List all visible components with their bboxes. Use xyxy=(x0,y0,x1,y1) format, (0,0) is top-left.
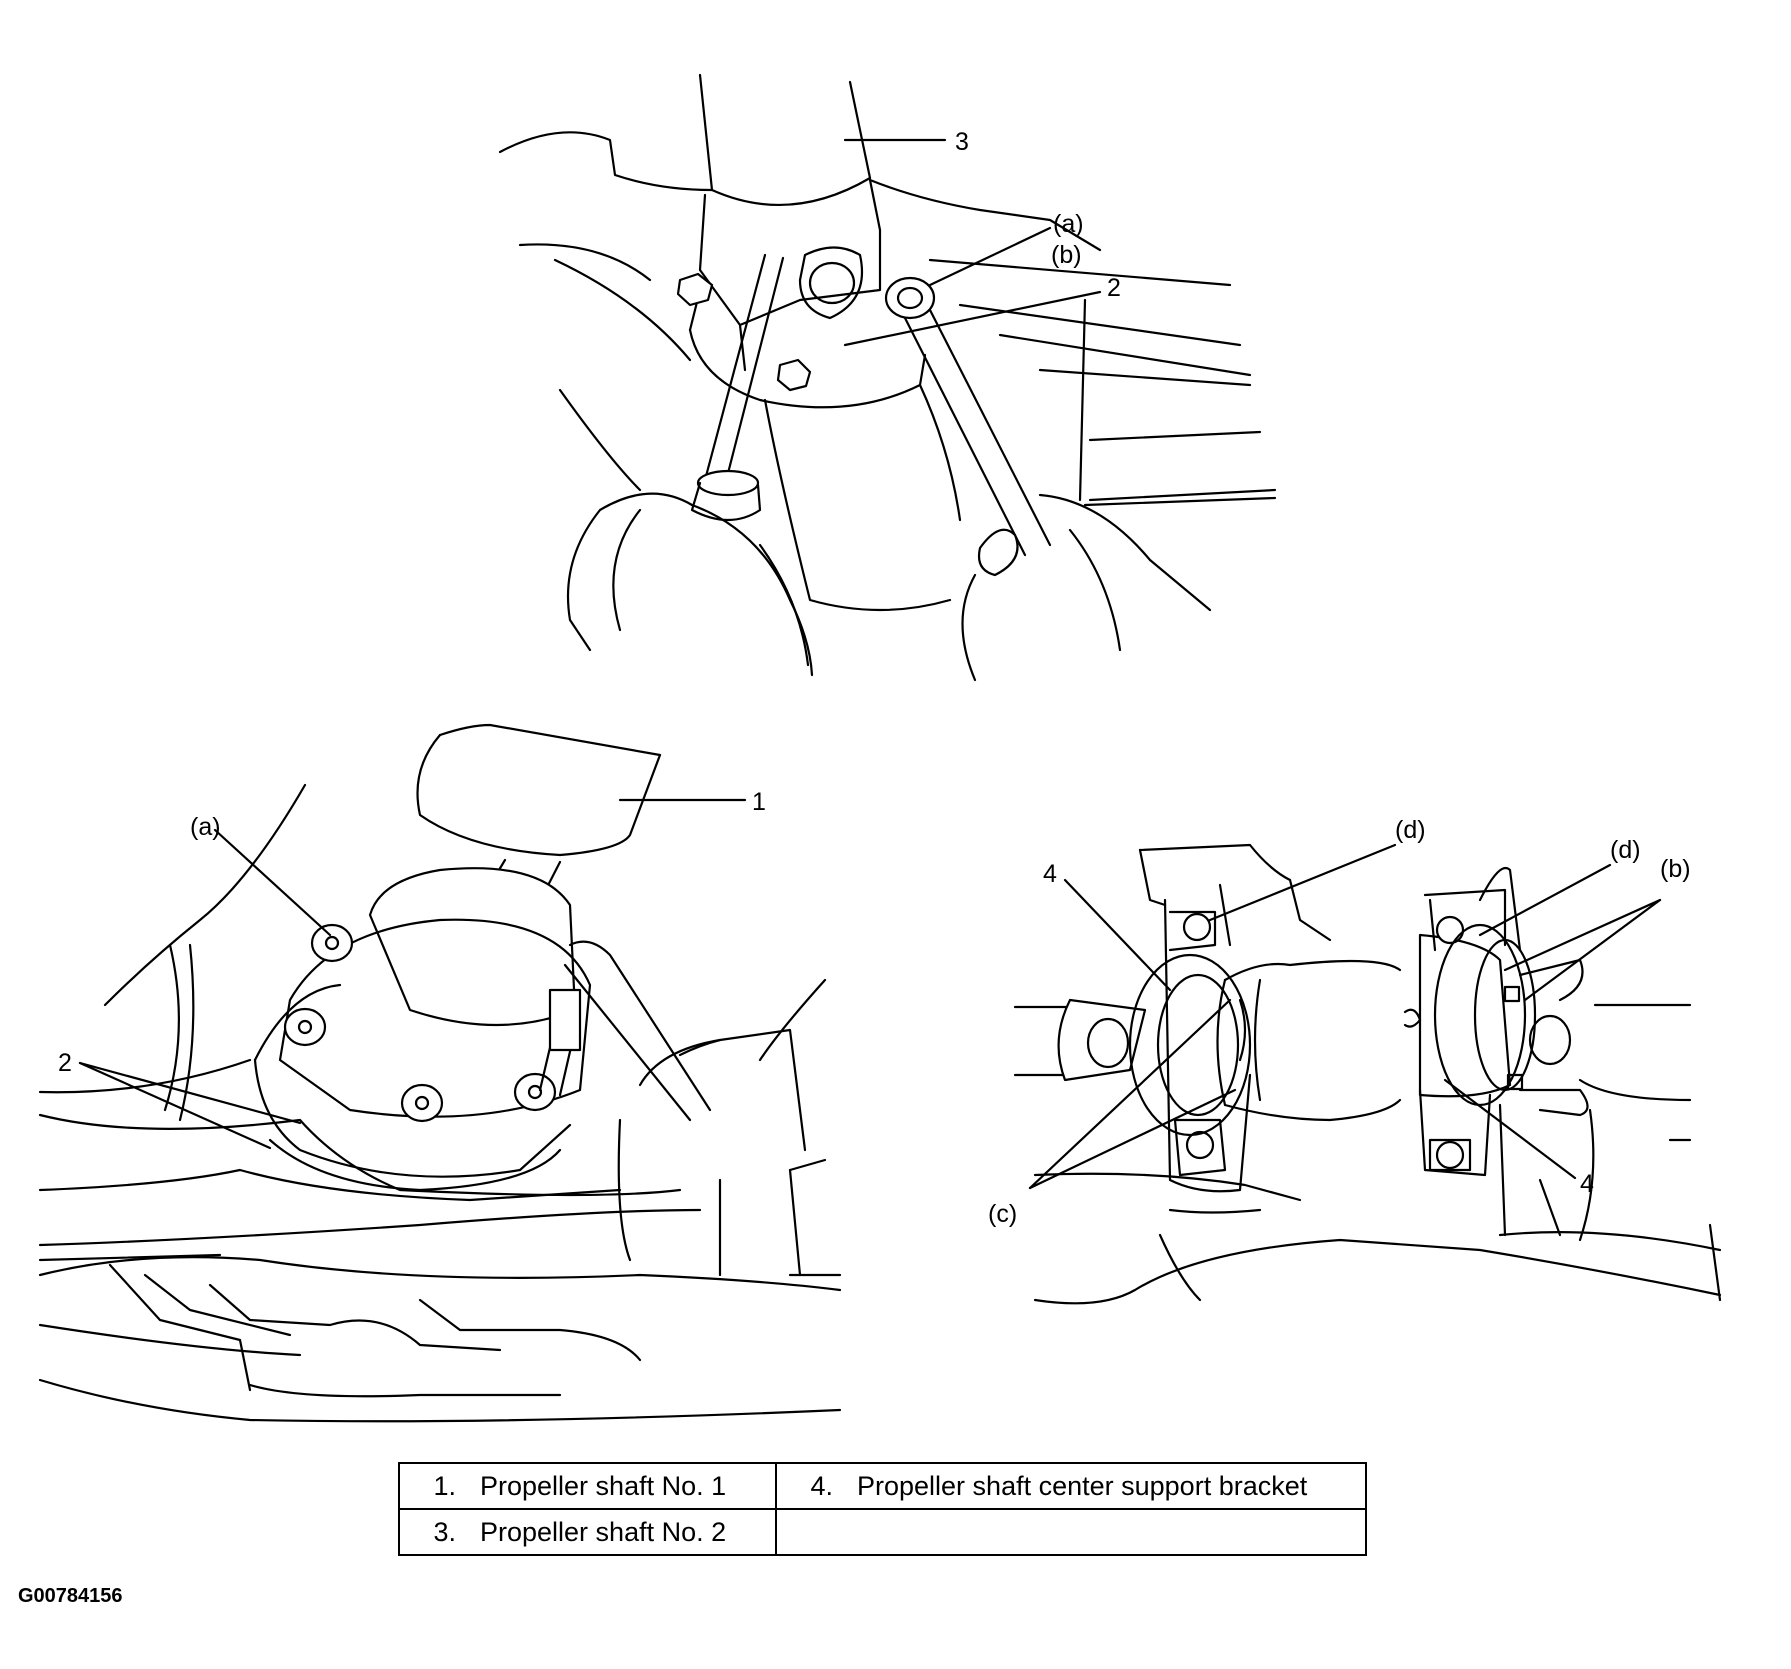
legend-cell: 4. Propeller shaft center support bracket xyxy=(775,1462,1367,1510)
legend-number: 4. xyxy=(810,1470,833,1501)
left-callout-1: 1 xyxy=(752,788,766,816)
right-callout-4-right: 4 xyxy=(1580,1170,1594,1198)
right-callout-c: (c) xyxy=(988,1200,1017,1228)
parts-legend-table: 1. Propeller shaft No. 1 4. Propeller shaf… xyxy=(398,1462,1367,1556)
legend-label: Propeller shaft No. 1 xyxy=(480,1470,727,1501)
legend-number: 1. xyxy=(433,1470,456,1501)
legend-cell xyxy=(775,1508,1367,1556)
legend-number: 3. xyxy=(433,1516,456,1547)
legend-label: Propeller shaft center support bracket xyxy=(857,1470,1308,1501)
top-view-drawing xyxy=(498,73,1277,682)
top-callout-3: 3 xyxy=(955,128,969,156)
top-callout-b: (b) xyxy=(1051,241,1082,269)
right-callout-4-left: 4 xyxy=(1043,860,1057,888)
legend-cell: 1. Propeller shaft No. 1 xyxy=(398,1462,777,1510)
right-callout-b: (b) xyxy=(1660,855,1691,883)
top-callout-a: (a) xyxy=(1053,210,1084,238)
legend-label: Propeller shaft No. 2 xyxy=(480,1516,727,1547)
top-callout-2: 2 xyxy=(1107,274,1121,302)
bottom-right-view-drawing xyxy=(1013,843,1722,1305)
legend-cell: 3. Propeller shaft No. 2 xyxy=(398,1508,777,1556)
bottom-left-view-drawing xyxy=(38,723,842,1423)
figure-code: G00784156 xyxy=(18,1585,123,1607)
right-callout-d-left: (d) xyxy=(1395,816,1426,844)
legend-row: 3. Propeller shaft No. 2 xyxy=(398,1508,1367,1556)
right-callout-d-right: (d) xyxy=(1610,836,1641,864)
legend-row: 1. Propeller shaft No. 1 4. Propeller shaf… xyxy=(398,1462,1367,1510)
left-callout-a: (a) xyxy=(190,813,221,841)
left-callout-2: 2 xyxy=(58,1049,72,1077)
